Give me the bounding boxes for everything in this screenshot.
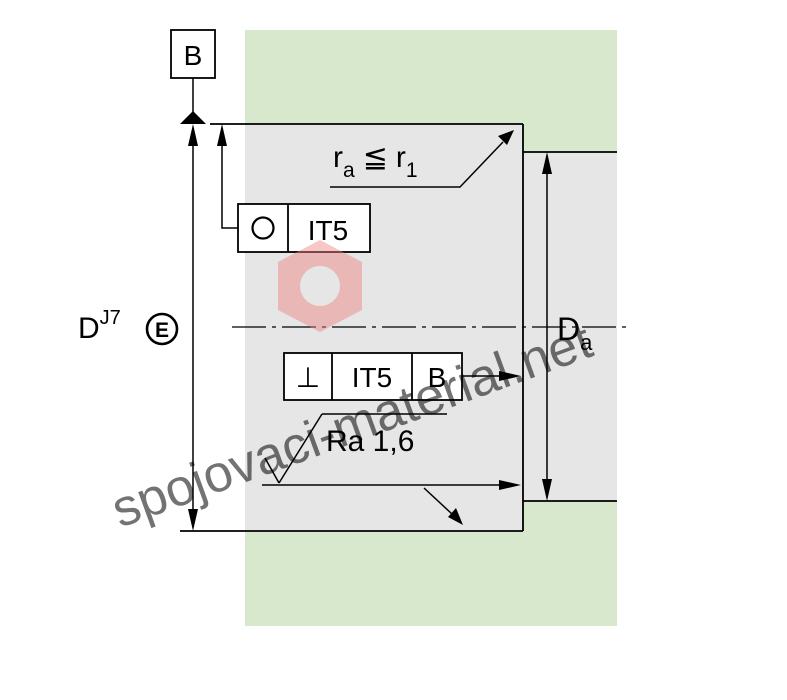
shoulder-dim-arrow-top (542, 152, 552, 174)
roundness-tolerance: IT5 (308, 215, 348, 246)
envelope-circle-icon (145, 312, 179, 346)
bore-label-fit: J7 (100, 307, 121, 329)
envelope-letter: E (155, 319, 169, 342)
shoulder-label: Da (557, 311, 593, 355)
radius-relation: ≦ (363, 141, 388, 174)
roundness-circle-icon (251, 216, 275, 240)
perpendicularity-tolerance: IT5 (352, 362, 392, 393)
perpendicularity-leader-arrow (499, 371, 521, 381)
shoulder-label-sub: a (580, 330, 593, 355)
perpendicularity-datum: B (428, 362, 447, 393)
roughness-value: Ra 1,6 (326, 425, 414, 458)
face-diagonal-arrow (448, 508, 463, 525)
radius-r1-r: r (396, 141, 406, 174)
bore-label: DJ7 (78, 307, 121, 345)
roundness-leader-arrow (217, 124, 227, 146)
radius-ra-sub: a (343, 159, 355, 182)
datum-b-letter: B (184, 40, 203, 71)
part-outline (180, 123, 617, 532)
perpendicularity-frame: ⊥ IT5 B (283, 352, 463, 401)
datum-b-triangle (180, 111, 206, 124)
shoulder-label-d: D (557, 311, 580, 347)
perpendicularity-symbol-icon: ⊥ (296, 362, 320, 393)
radius-note-arrow (498, 130, 514, 145)
radius-ra-r: r (333, 141, 343, 174)
shoulder-dim-arrow-bottom (542, 479, 552, 501)
radius-r1-sub: 1 (406, 159, 418, 182)
radius-note-leader (330, 141, 504, 188)
watermark-logo-icon (278, 240, 362, 332)
face-leader-arrow (499, 480, 521, 490)
face-diagonal-leader (423, 487, 453, 515)
bore-dim-arrow-top (188, 124, 198, 146)
radius-note: ra≦r1 (333, 141, 418, 182)
roughness-symbol-icon (264, 413, 447, 484)
bore-dim-arrow-bottom (188, 509, 198, 531)
datum-b-box (170, 29, 216, 79)
bore-label-d: D (78, 312, 100, 345)
roundness-frame: IT5 (237, 203, 371, 253)
roundness-leader (221, 142, 238, 229)
